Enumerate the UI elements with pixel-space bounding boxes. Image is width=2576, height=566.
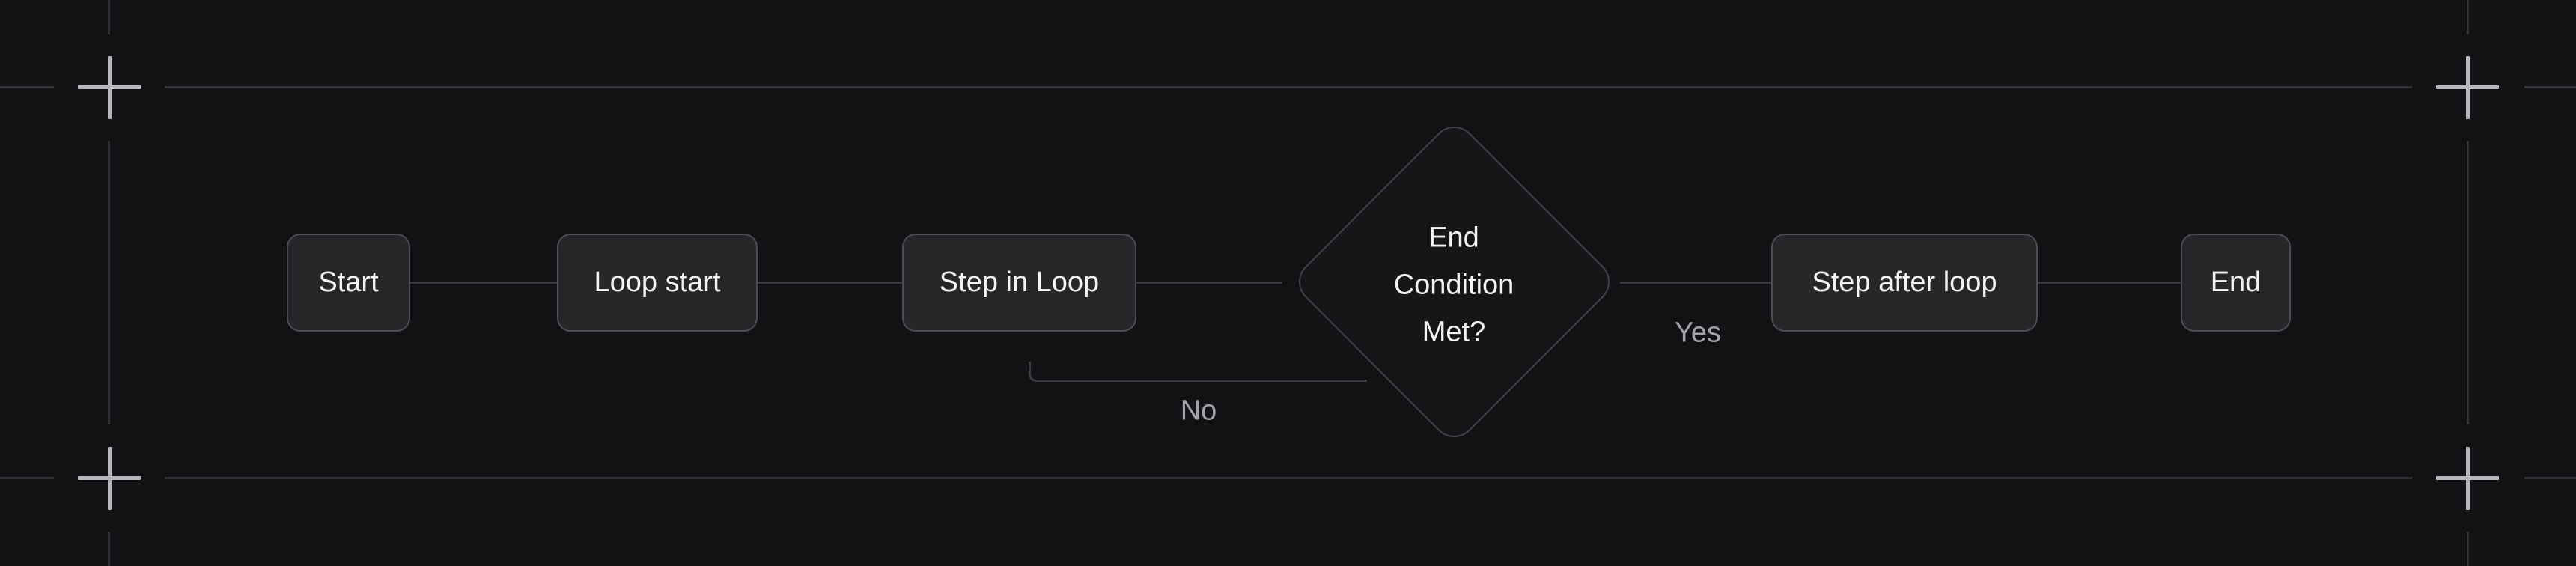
diamond-text-line-1: End (1428, 222, 1479, 254)
frame-line-top (165, 86, 2412, 88)
diamond-text-line-3: Met? (1422, 316, 1486, 348)
edge-step-after-loop-to-end (2038, 282, 2181, 284)
crosshair-mark-top-right (2466, 56, 2470, 119)
frame-line-right (2467, 0, 2469, 34)
frame-line-bottom (0, 477, 54, 479)
node-loop-start[interactable]: Loop start (557, 234, 758, 332)
frame-line-left (108, 0, 110, 34)
edge-step-in-loop-to-condition (1136, 282, 1282, 284)
edge-start-to-loop-start (410, 282, 557, 284)
edge-label-yes: Yes (1675, 317, 1721, 349)
frame-line-left (108, 532, 110, 566)
frame-line-top (2524, 86, 2576, 88)
frame-line-right (2467, 532, 2469, 566)
node-end[interactable]: End (2181, 234, 2291, 332)
frame-line-top (0, 86, 54, 88)
node-step-in-loop[interactable]: Step in Loop (902, 234, 1136, 332)
node-start[interactable]: Start (287, 234, 410, 332)
frame-line-bottom (2524, 477, 2576, 479)
edge-label-no: No (1180, 395, 1217, 427)
frame-line-right (2467, 141, 2469, 424)
node-step-after-loop[interactable]: Step after loop (1771, 234, 2038, 332)
edge-condition-to-step-after-loop (1620, 282, 1771, 284)
crosshair-mark-bottom-left (108, 447, 112, 510)
edge-condition-no-loopback (1029, 362, 1367, 382)
crosshair-mark-bottom-right (2466, 447, 2470, 510)
node-end-condition-label: End Condition Met? (1394, 215, 1514, 356)
edge-loop-start-to-step-in-loop (758, 282, 902, 284)
diamond-text-line-2: Condition (1393, 269, 1514, 301)
frame-line-bottom (165, 477, 2412, 479)
frame-line-left (108, 141, 110, 424)
crosshair-mark-top-left (108, 56, 112, 119)
